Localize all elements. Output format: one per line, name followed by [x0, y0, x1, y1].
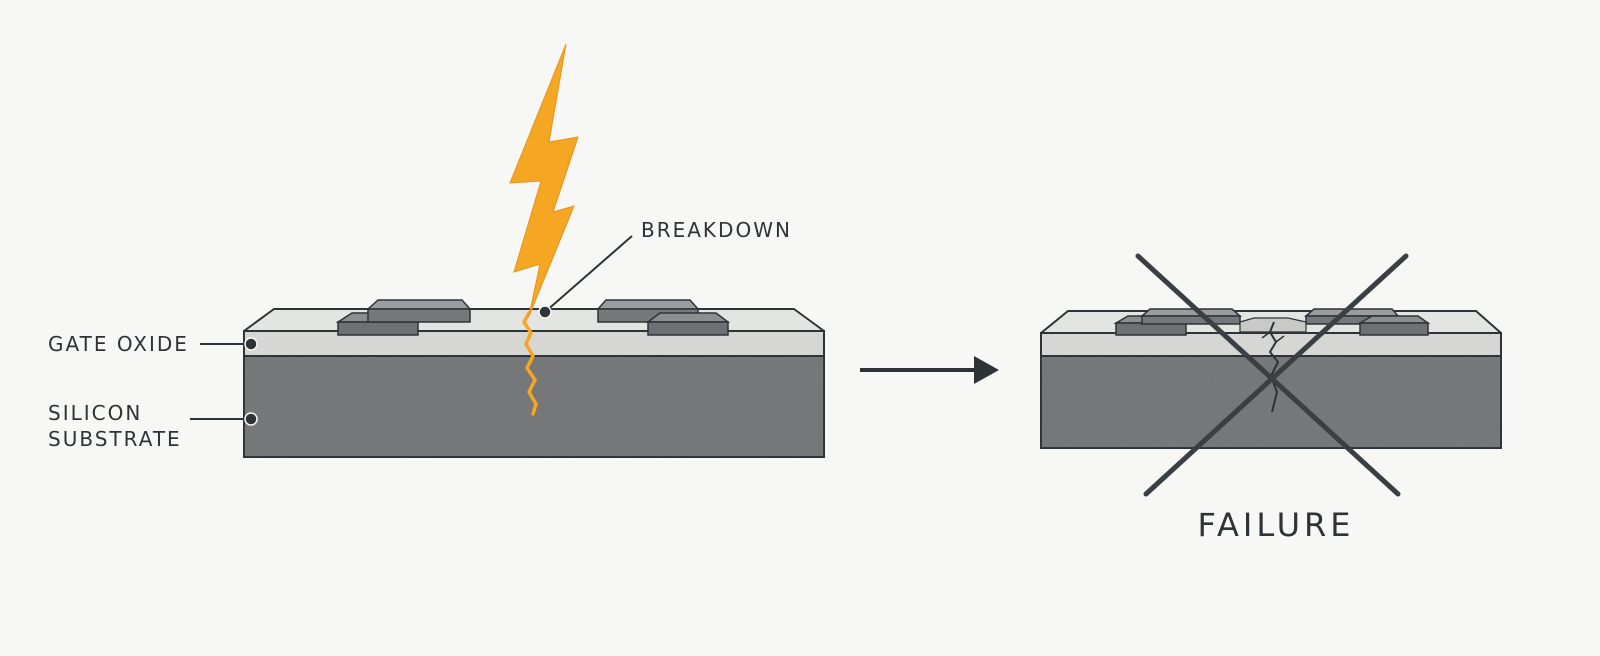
gate-oxide-label: GATE OXIDE — [48, 332, 189, 356]
right-gate-electrode — [596, 299, 731, 336]
failure-crack — [1269, 321, 1279, 413]
gate-oxide-top-surface — [243, 308, 825, 332]
failure-cross-icon — [1135, 253, 1409, 497]
right-chip-failed — [1040, 308, 1502, 449]
silicon-label-line1: SILICON — [48, 401, 142, 425]
gate-oxide-layer — [243, 330, 825, 357]
gate-oxide-callout: GATE OXIDE — [48, 332, 258, 356]
breakdown-crack — [522, 311, 538, 416]
silicon-label-line2: SUBSTRATE — [48, 427, 182, 451]
left-gate-electrode — [335, 299, 472, 336]
failed-left-electrode — [1113, 308, 1242, 336]
transition-arrow-icon — [860, 356, 999, 384]
failed-right-electrode — [1304, 308, 1431, 336]
gate-oxide-marker — [244, 337, 258, 351]
silicon-substrate-callout: SILICON SUBSTRATE — [48, 401, 258, 451]
failure-label: FAILURE — [1198, 506, 1355, 544]
breakdown-callout: BREAKDOWN — [538, 218, 792, 319]
breakdown-marker — [538, 305, 552, 319]
silicon-substrate-marker — [244, 412, 258, 426]
breakdown-label: BREAKDOWN — [641, 218, 792, 242]
left-chip — [243, 299, 825, 458]
lightning-bolt-icon — [509, 43, 579, 317]
